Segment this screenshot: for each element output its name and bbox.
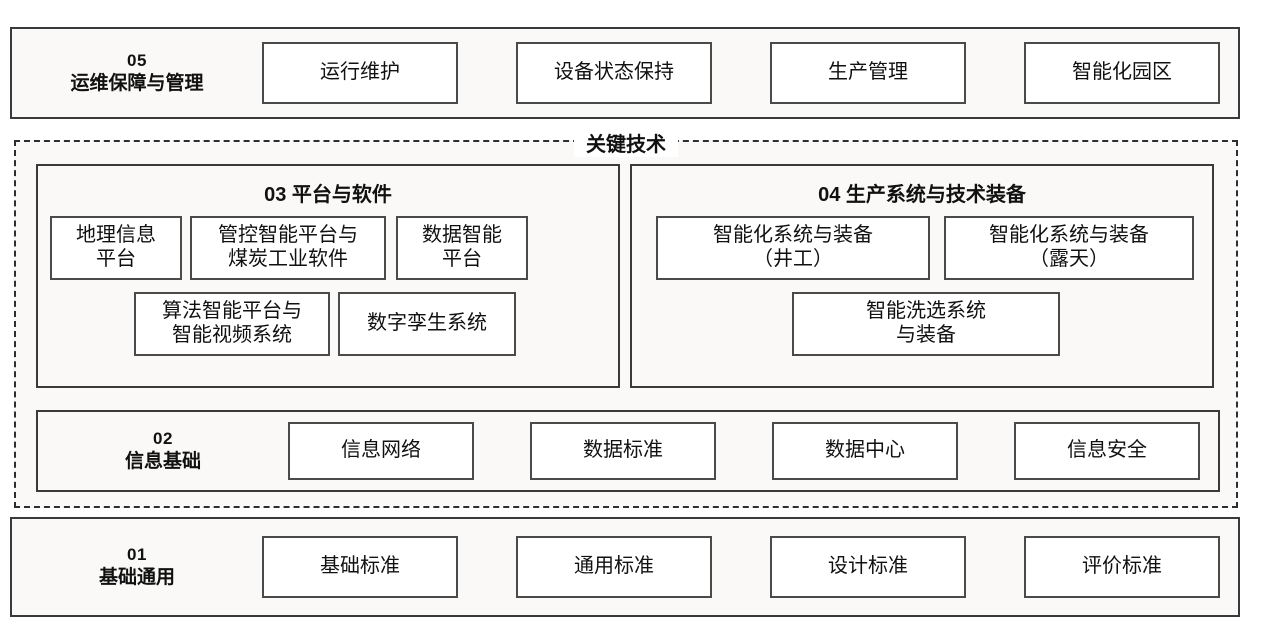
layer-02-item-3[interactable]: 信息安全	[1014, 422, 1200, 480]
layer-01-number: 01	[127, 544, 147, 564]
layer-01-item-1[interactable]: 通用标准	[516, 536, 712, 598]
key-technology-container: 关键技术 03 平台与软件 地理信息 平台 管控智能平台与 煤炭工业软件 数据智…	[14, 128, 1238, 508]
layer-05-item-2[interactable]: 生产管理	[770, 42, 966, 104]
layer-01-item-0[interactable]: 基础标准	[262, 536, 458, 598]
group-03-item-0[interactable]: 地理信息 平台	[50, 216, 182, 280]
layer-05-label: 05 运维保障与管理	[12, 50, 262, 97]
layer-01-items: 基础标准 通用标准 设计标准 评价标准	[262, 536, 1238, 598]
group-04-title: 04 生产系统与技术装备	[818, 184, 1026, 206]
layer-05-item-3[interactable]: 智能化园区	[1024, 42, 1220, 104]
group-04-item-2[interactable]: 智能洗选系统 与装备	[792, 292, 1060, 356]
group-04-production-system-equipment: 04 生产系统与技术装备 智能化系统与装备 （井工） 智能化系统与装备 （露天）…	[630, 164, 1214, 388]
group-03-item-4[interactable]: 数字孪生系统	[338, 292, 516, 356]
layer-02-label: 02 信息基础	[38, 428, 288, 475]
layer-02-name: 信息基础	[124, 450, 201, 472]
layer-05-number: 05	[127, 50, 147, 70]
group-03-item-3[interactable]: 算法智能平台与 智能视频系统	[134, 292, 330, 356]
layer-05-item-1[interactable]: 设备状态保持	[516, 42, 712, 104]
group-03-item-1[interactable]: 管控智能平台与 煤炭工业软件	[190, 216, 386, 280]
layer-01-basic-general: 01 基础通用 基础标准 通用标准 设计标准 评价标准	[10, 517, 1240, 617]
layer-05-name: 运维保障与管理	[70, 72, 204, 94]
key-technology-title: 关键技术	[574, 128, 678, 157]
layer-02-item-1[interactable]: 数据标准	[530, 422, 716, 480]
layer-01-name: 基础通用	[98, 566, 175, 588]
layer-02-number: 02	[153, 428, 173, 448]
group-03-title: 03 平台与软件	[264, 184, 392, 206]
layer-01-item-3[interactable]: 评价标准	[1024, 536, 1220, 598]
group-03-item-2[interactable]: 数据智能 平台	[396, 216, 528, 280]
group-04-item-1[interactable]: 智能化系统与装备 （露天）	[944, 216, 1194, 280]
group-03-platform-software: 03 平台与软件 地理信息 平台 管控智能平台与 煤炭工业软件 数据智能 平台 …	[36, 164, 620, 388]
layer-02-information-infrastructure: 02 信息基础 信息网络 数据标准 数据中心 信息安全	[36, 410, 1220, 492]
layer-05-operation-maintenance: 05 运维保障与管理 运行维护 设备状态保持 生产管理 智能化园区	[10, 27, 1240, 119]
group-04-item-0[interactable]: 智能化系统与装备 （井工）	[656, 216, 930, 280]
layer-02-item-0[interactable]: 信息网络	[288, 422, 474, 480]
layer-05-item-0[interactable]: 运行维护	[262, 42, 458, 104]
layer-01-item-2[interactable]: 设计标准	[770, 536, 966, 598]
layer-02-items: 信息网络 数据标准 数据中心 信息安全	[288, 422, 1218, 480]
layer-01-label: 01 基础通用	[12, 544, 262, 591]
layer-02-item-2[interactable]: 数据中心	[772, 422, 958, 480]
layer-05-items: 运行维护 设备状态保持 生产管理 智能化园区	[262, 42, 1238, 104]
